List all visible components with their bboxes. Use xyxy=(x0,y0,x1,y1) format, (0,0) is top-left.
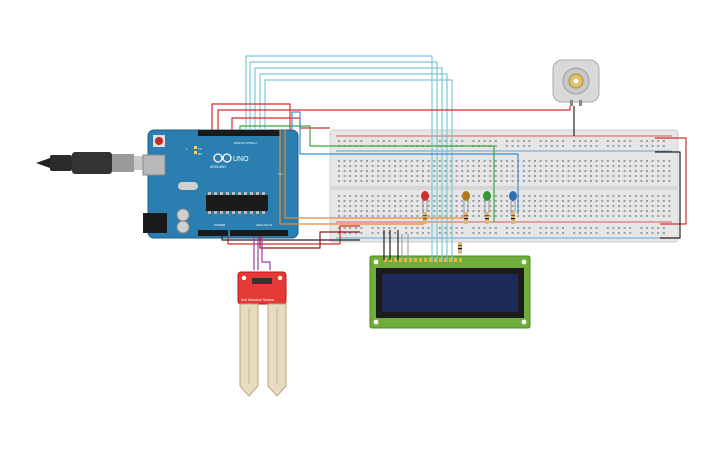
led-blue[interactable] xyxy=(509,191,517,214)
lcd-16x2[interactable] xyxy=(369,255,531,329)
uno-label: UNO xyxy=(233,156,249,163)
atmega-chip xyxy=(206,195,268,211)
digital-header[interactable] xyxy=(198,130,280,136)
tx-label: TX xyxy=(198,147,202,151)
wires[interactable] xyxy=(211,55,687,270)
analog-header[interactable] xyxy=(230,230,288,236)
arduino-logo-icon xyxy=(213,153,232,163)
led-yellow[interactable] xyxy=(462,191,470,214)
power-jack xyxy=(143,213,167,233)
soil-sensor-label: Soil Moisture Sensor xyxy=(241,298,275,302)
usb-jack xyxy=(142,154,166,176)
dc-motor[interactable] xyxy=(552,59,600,106)
l-label: L xyxy=(186,147,188,151)
usb-cable[interactable] xyxy=(36,152,148,174)
arduino-uno-board[interactable]: UNO ARDUINO DIGITAL (PWM~) POWER ANALOG … xyxy=(142,129,299,239)
led-red[interactable] xyxy=(421,191,429,214)
analog-label: ANALOG IN xyxy=(256,223,272,227)
power-header[interactable] xyxy=(198,230,228,236)
breadboard[interactable] xyxy=(329,129,679,243)
resistors[interactable] xyxy=(423,212,515,254)
soil-moisture-sensor[interactable]: Soil Moisture Sensor xyxy=(237,271,287,397)
lcd-screen xyxy=(382,274,518,312)
digital-label: DIGITAL (PWM~) xyxy=(234,141,257,145)
arduino-brand-label: ARDUINO xyxy=(210,165,226,169)
led-green[interactable] xyxy=(483,191,491,214)
power-label: POWER xyxy=(214,223,226,227)
rx-label: RX xyxy=(198,152,202,156)
